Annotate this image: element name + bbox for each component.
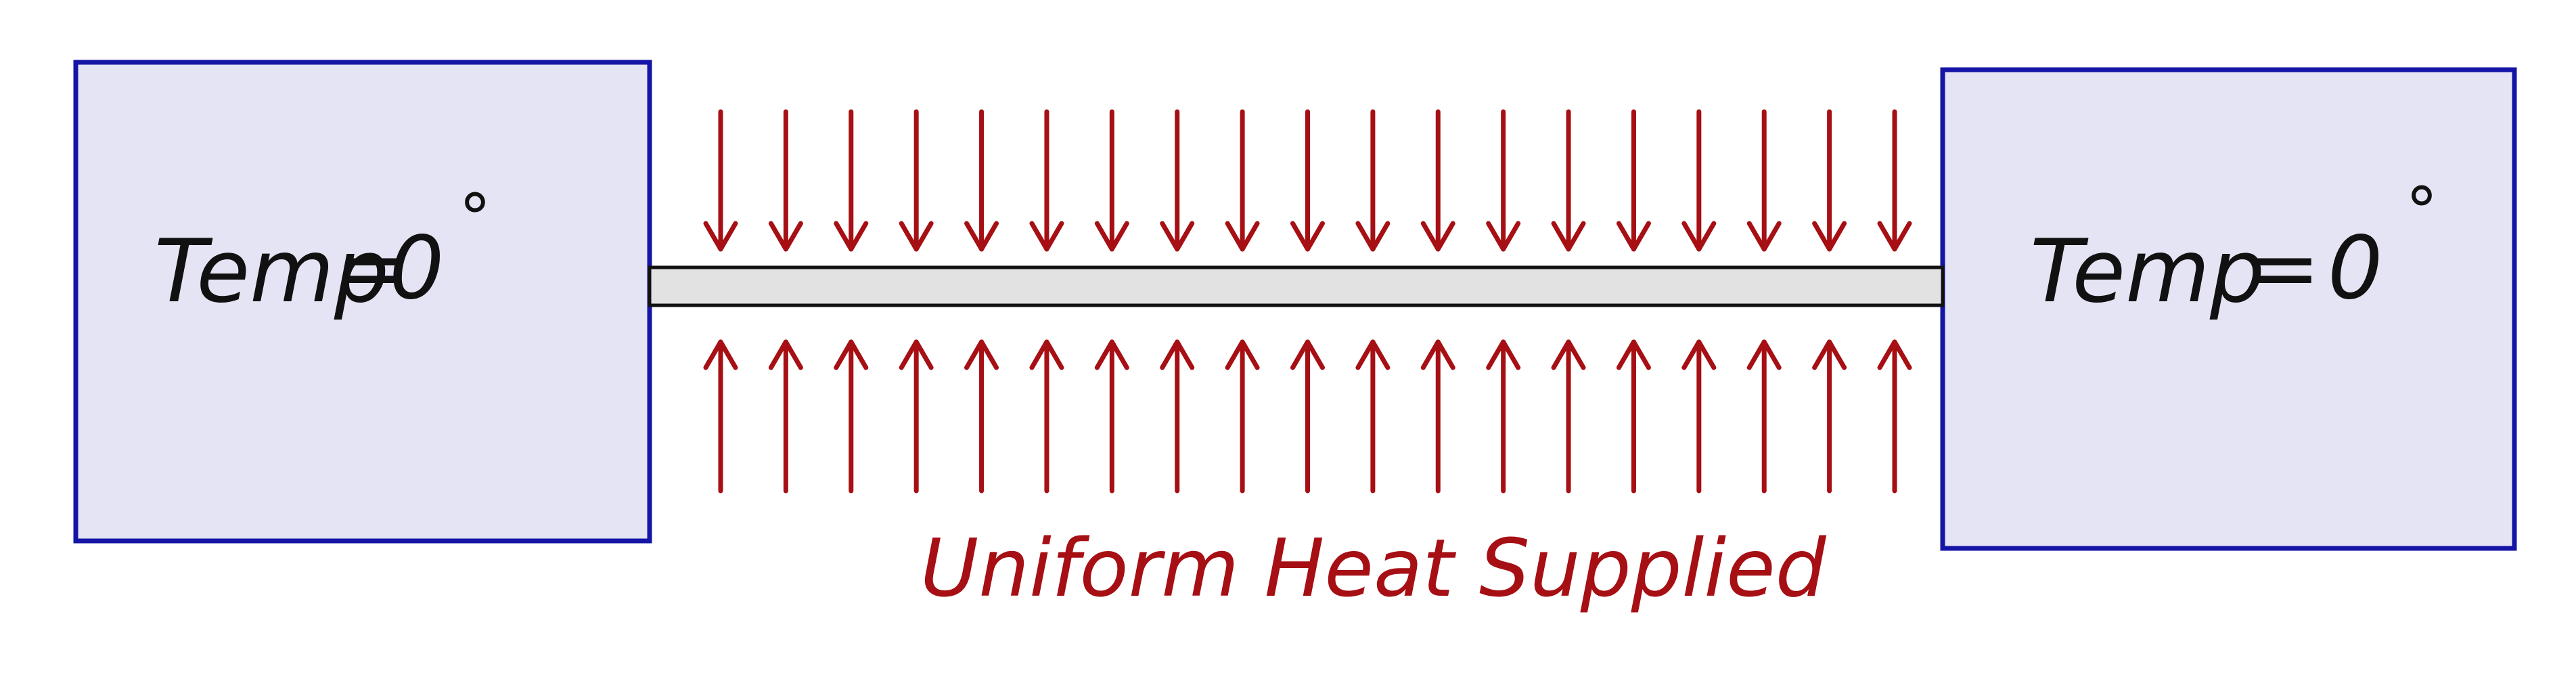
- heated-rod: [648, 265, 1945, 307]
- left-block-temp-label: Temp: [154, 221, 389, 322]
- top-heat-arrow: [1486, 109, 1521, 252]
- bottom-heat-arrow: [768, 339, 803, 494]
- bottom-heat-arrow-head: [1420, 339, 1455, 370]
- top-heat-arrow-head: [1551, 221, 1586, 252]
- bottom-heat-arrow: [1551, 339, 1586, 494]
- bottom-heat-arrow: [1029, 339, 1064, 494]
- top-heat-arrow: [834, 109, 869, 252]
- top-heat-arrow-head: [1420, 221, 1455, 252]
- right-boundary-block: Temp = 0 °: [1940, 67, 2517, 551]
- top-heat-arrow: [768, 109, 803, 252]
- top-heat-arrow-head: [768, 221, 803, 252]
- bottom-heat-arrow-head: [1486, 339, 1521, 370]
- bottom-heat-arrow-head: [964, 339, 999, 370]
- top-heat-arrow-head: [1225, 221, 1260, 252]
- top-heat-arrow-head: [1877, 221, 1912, 252]
- bottom-heat-arrow-head: [1746, 339, 1782, 370]
- top-heat-arrow: [1812, 109, 1847, 252]
- bottom-heat-arrow: [1746, 339, 1782, 494]
- bottom-heat-arrow: [1877, 339, 1912, 494]
- top-heat-arrow-head: [1746, 221, 1782, 252]
- bottom-heat-arrow-head: [1681, 339, 1717, 370]
- bottom-heat-arrow-head: [1616, 339, 1651, 370]
- top-heat-arrow-head: [703, 221, 738, 252]
- top-heat-arrow: [1616, 109, 1651, 252]
- top-heat-arrow: [703, 109, 738, 252]
- bottom-heat-arrow: [1812, 339, 1847, 494]
- top-heat-arrow: [1420, 109, 1455, 252]
- top-heat-arrow: [1877, 109, 1912, 252]
- bottom-heat-arrow-head: [1355, 339, 1391, 370]
- right-block-temp-label: Temp: [2030, 221, 2265, 322]
- bottom-heat-arrow: [1094, 339, 1129, 494]
- top-heat-arrow: [1290, 109, 1325, 252]
- bottom-heat-arrows: [703, 339, 1912, 494]
- bottom-heat-arrow-head: [1029, 339, 1064, 370]
- top-heat-arrow-head: [1160, 221, 1195, 252]
- left-boundary-block: Temp = 0 °: [73, 60, 652, 544]
- top-heat-arrow-head: [1616, 221, 1651, 252]
- bottom-heat-arrow: [1225, 339, 1260, 494]
- right-block-box: [1940, 67, 2517, 551]
- left-block-box: [73, 60, 652, 544]
- left-block-degree-symbol: °: [459, 180, 491, 256]
- top-heat-arrow-head: [1681, 221, 1717, 252]
- top-heat-arrow-head: [899, 221, 934, 252]
- right-block-equals-sign: =: [2248, 218, 2320, 319]
- top-heat-arrow-head: [1290, 221, 1325, 252]
- top-heat-arrow: [1094, 109, 1129, 252]
- top-heat-arrow-head: [1486, 221, 1521, 252]
- bottom-heat-arrow: [964, 339, 999, 494]
- top-heat-arrow: [1225, 109, 1260, 252]
- bottom-heat-arrow-head: [703, 339, 738, 370]
- bottom-heat-arrow-head: [899, 339, 934, 370]
- top-heat-arrow: [1160, 109, 1195, 252]
- top-heat-arrow-head: [1355, 221, 1391, 252]
- bottom-heat-arrow: [899, 339, 934, 494]
- top-heat-arrow: [1551, 109, 1586, 252]
- bottom-heat-arrow: [1355, 339, 1391, 494]
- bottom-heat-arrow-head: [1551, 339, 1586, 370]
- top-heat-arrow: [899, 109, 934, 252]
- top-heat-arrow-head: [834, 221, 869, 252]
- top-heat-arrows: [703, 109, 1912, 252]
- right-block-degree-symbol: °: [2405, 173, 2438, 249]
- top-heat-arrow-head: [1812, 221, 1847, 252]
- bottom-heat-arrow: [1681, 339, 1717, 494]
- bottom-heat-arrow-head: [1225, 339, 1260, 370]
- bottom-heat-arrow: [1486, 339, 1521, 494]
- bottom-heat-arrow-head: [834, 339, 869, 370]
- top-heat-arrow-head: [964, 221, 999, 252]
- bottom-heat-arrow: [1420, 339, 1455, 494]
- left-block-equals-sign: =: [337, 218, 409, 319]
- bottom-heat-arrow-head: [1877, 339, 1912, 370]
- bottom-heat-arrow-head: [1160, 339, 1195, 370]
- top-heat-arrow: [1029, 109, 1064, 252]
- top-heat-arrow: [1681, 109, 1717, 252]
- bottom-heat-arrow: [834, 339, 869, 494]
- top-heat-arrow: [964, 109, 999, 252]
- bottom-heat-arrow: [703, 339, 738, 494]
- top-heat-arrow-head: [1029, 221, 1064, 252]
- bottom-heat-arrow-head: [768, 339, 803, 370]
- bottom-heat-arrow: [1160, 339, 1195, 494]
- bottom-heat-arrow-head: [1094, 339, 1129, 370]
- left-block-temp-value: 0: [389, 218, 444, 319]
- bottom-heat-arrow-head: [1812, 339, 1847, 370]
- top-heat-arrow: [1355, 109, 1391, 252]
- top-heat-arrow: [1746, 109, 1782, 252]
- bottom-heat-arrow: [1616, 339, 1651, 494]
- heat-supplied-caption: Uniform Heat Supplied: [920, 521, 1827, 615]
- top-heat-arrow-head: [1094, 221, 1129, 252]
- bottom-heat-arrow-head: [1290, 339, 1325, 370]
- bottom-heat-arrow: [1290, 339, 1325, 494]
- right-block-temp-value: 0: [2328, 218, 2382, 319]
